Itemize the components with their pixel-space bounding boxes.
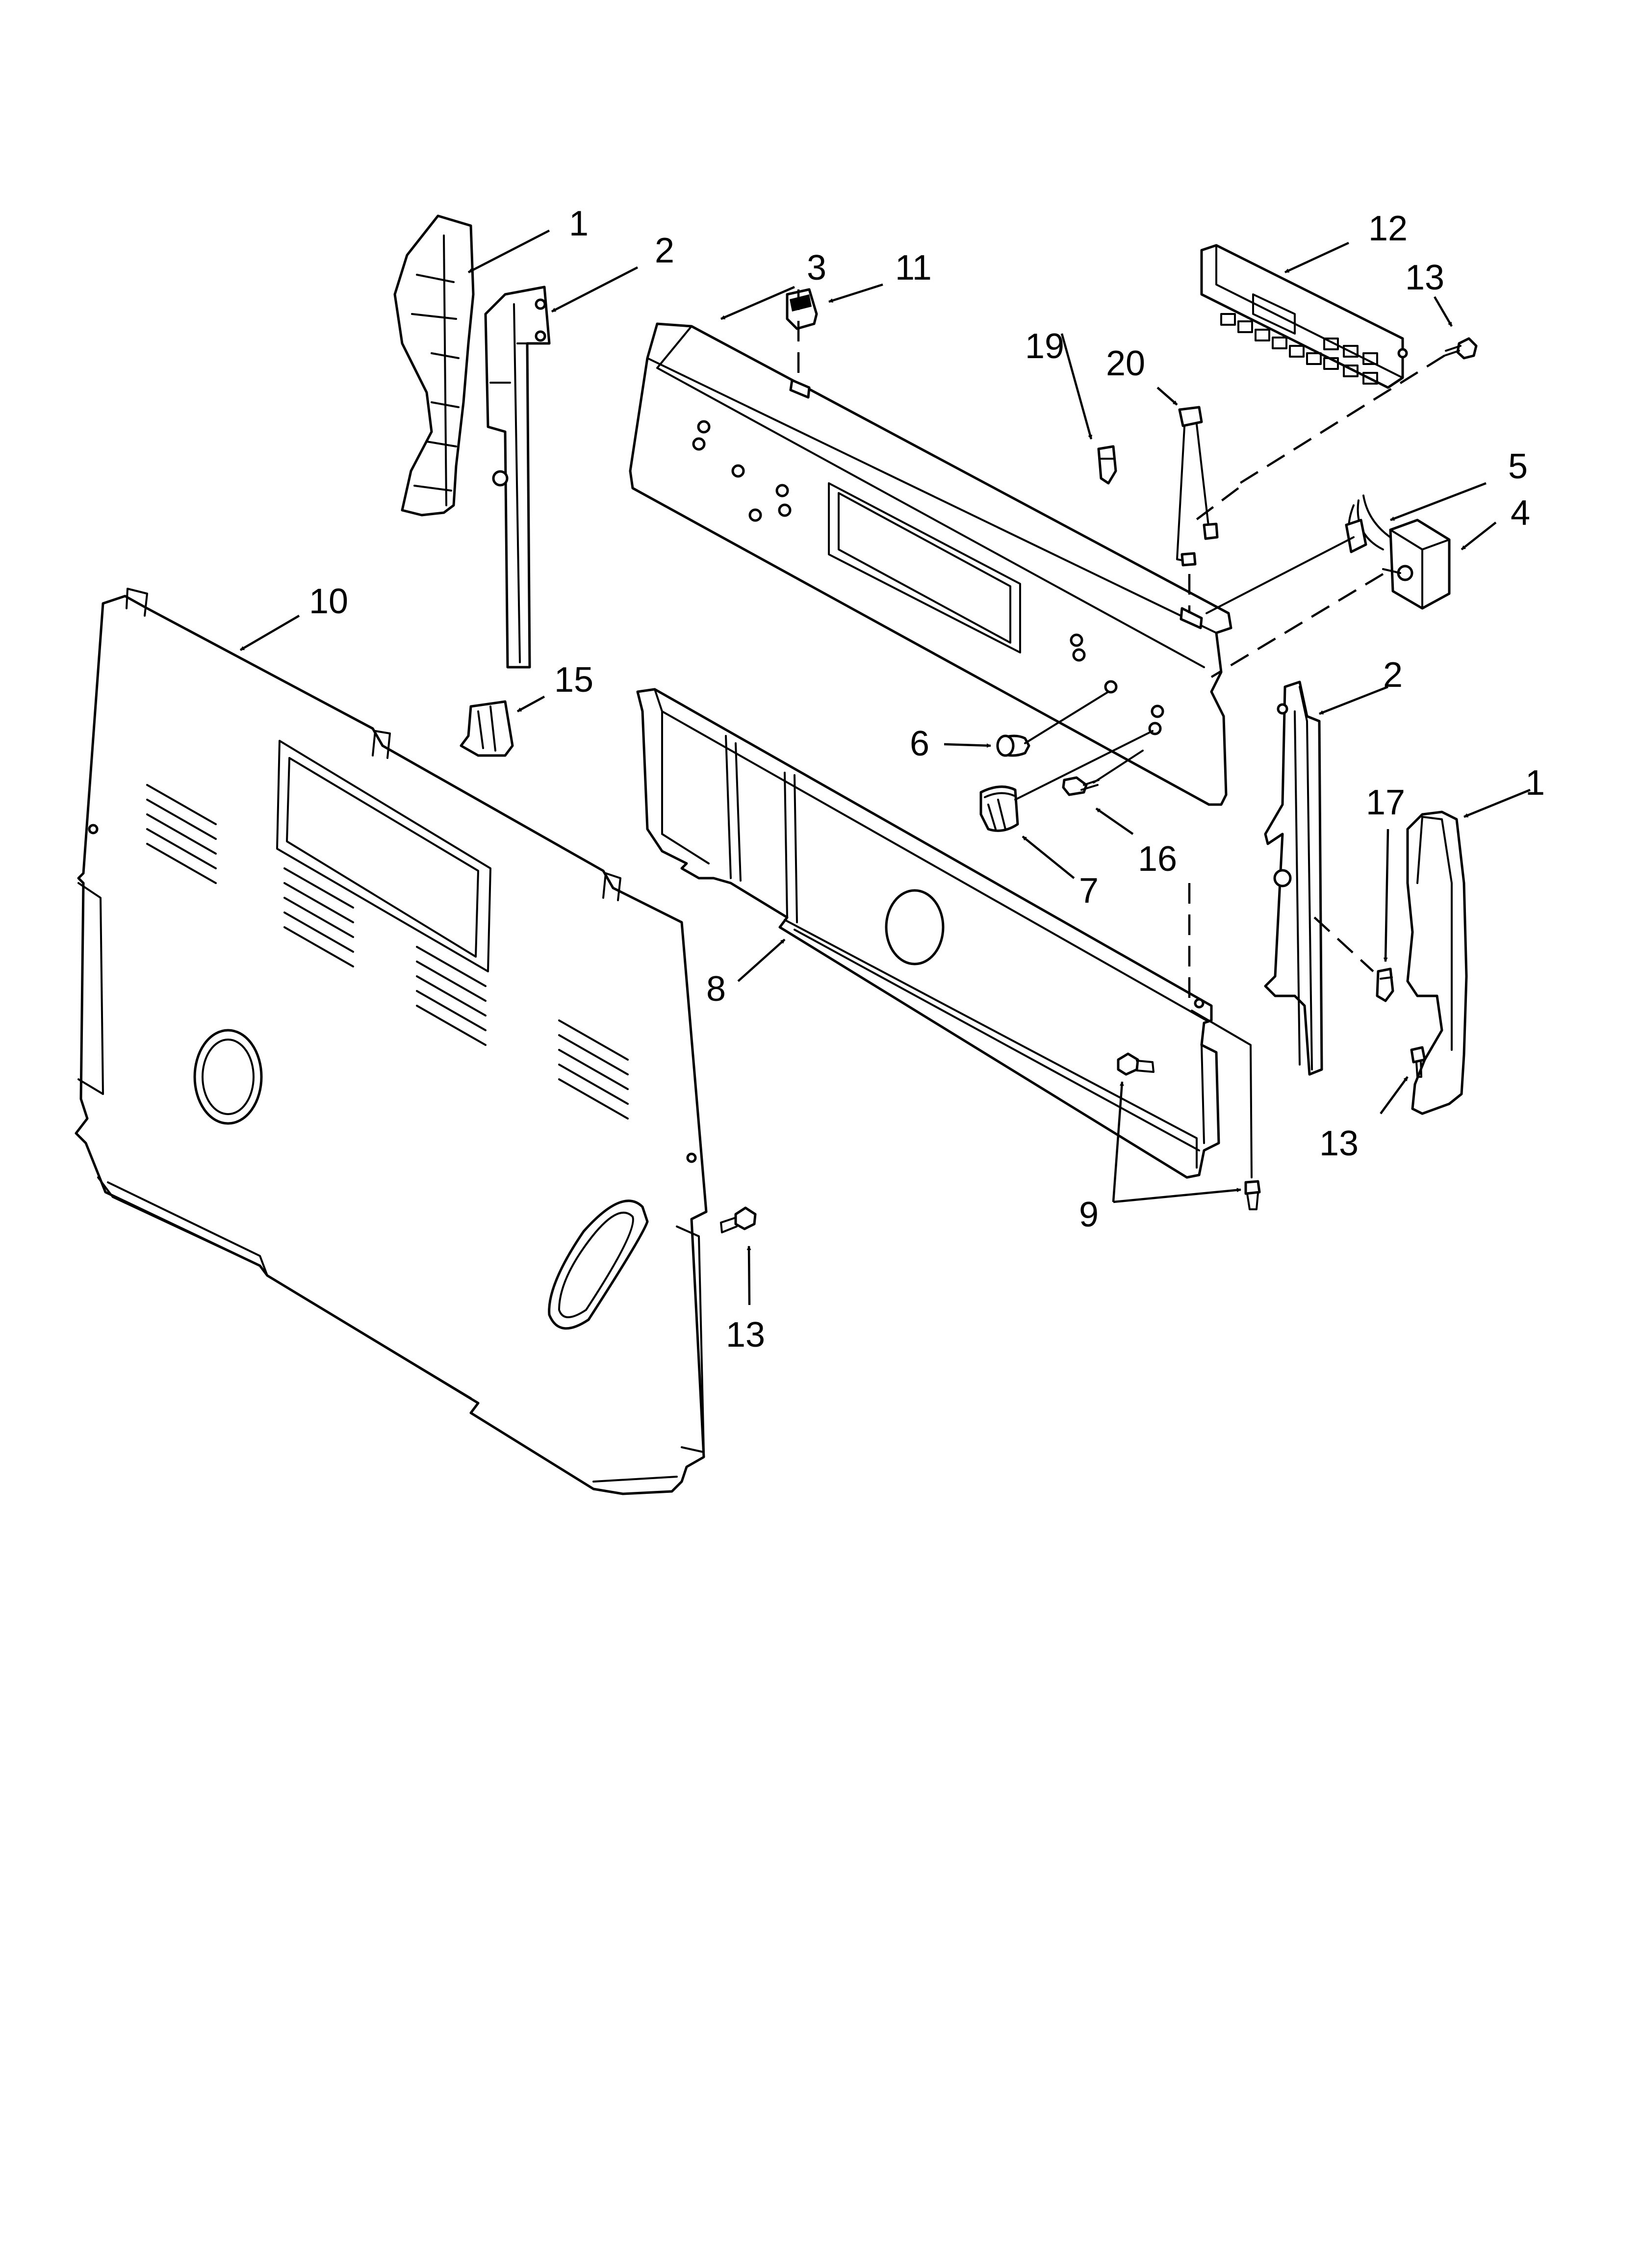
screw-13a-part — [1443, 337, 1478, 360]
callout-3: 3 — [807, 248, 826, 287]
rear-panel-part — [75, 588, 708, 1495]
callout-4: 4 — [1511, 494, 1530, 533]
callout-12: 12 — [1368, 209, 1408, 248]
callout-11: 11 — [895, 248, 932, 287]
side-bracket-left-part — [484, 286, 551, 669]
callout-13-right: 13 — [1319, 1124, 1359, 1163]
callout-20: 20 — [1106, 344, 1145, 383]
callout-labels: 1 2 3 11 12 13 19 20 5 4 10 15 2 1 6 17 … — [309, 204, 1545, 1355]
control-buttons — [1220, 313, 1378, 385]
callout-1-right: 1 — [1525, 763, 1545, 803]
callout-9: 9 — [1079, 1195, 1099, 1234]
side-bracket-right-part — [1264, 680, 1323, 1076]
sensor-part — [1176, 406, 1219, 567]
callout-19: 19 — [1025, 327, 1064, 366]
callout-6: 6 — [910, 724, 929, 763]
callout-2-left: 2 — [655, 231, 674, 270]
screw-9b-part — [1244, 1180, 1261, 1210]
callout-16: 16 — [1138, 839, 1177, 879]
callout-10: 10 — [309, 582, 348, 621]
lower-panel-part — [636, 688, 1220, 1179]
leader-lines — [239, 229, 1531, 1305]
clip-17-part — [1376, 967, 1394, 1002]
end-cap-left-part — [393, 214, 475, 517]
knob-insert-part — [996, 734, 1030, 757]
wire-harness-part — [1345, 495, 1399, 553]
callout-2-right: 2 — [1383, 655, 1403, 695]
callout-17: 17 — [1366, 783, 1405, 822]
screw-16-part — [1062, 776, 1100, 796]
console-panel-part — [629, 322, 1232, 806]
clip-part — [460, 700, 514, 757]
electronic-control-part — [1200, 244, 1408, 389]
callout-8: 8 — [706, 969, 726, 1009]
callout-7: 7 — [1079, 871, 1099, 911]
callout-13-top: 13 — [1405, 258, 1444, 297]
end-cap-right-part — [1406, 810, 1468, 1115]
screw-13b-part — [720, 1206, 757, 1233]
screw-9a-part — [1117, 1052, 1155, 1076]
vent-slots — [146, 784, 629, 1120]
panel-holes — [692, 420, 1164, 735]
assembly-lines — [797, 289, 1445, 1178]
rocker-switch-part — [786, 288, 818, 330]
infinite-switch-part — [1382, 519, 1451, 610]
callout-13-bottom: 13 — [726, 1315, 765, 1355]
callout-1-left: 1 — [569, 204, 589, 243]
callout-15: 15 — [554, 660, 593, 700]
screw-13c-part — [1410, 1046, 1426, 1078]
bulb-part — [1097, 445, 1117, 485]
callout-5: 5 — [1508, 447, 1528, 486]
knob-part — [979, 785, 1019, 832]
